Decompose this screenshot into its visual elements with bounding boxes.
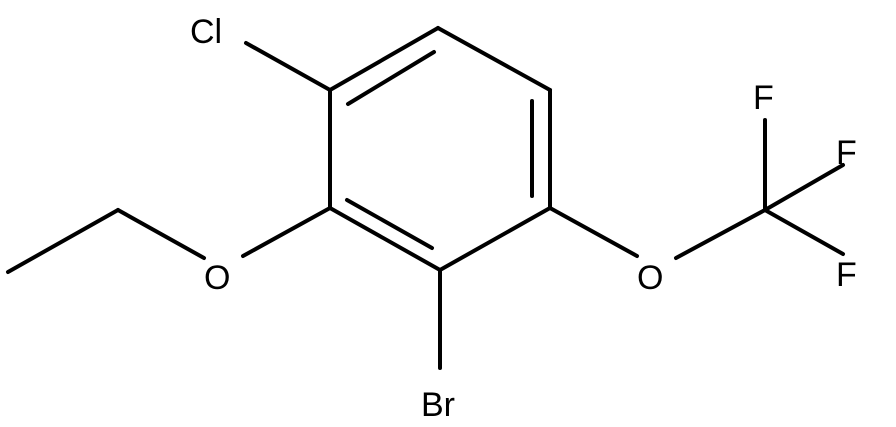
atom-label-fluorine-3: F (836, 256, 857, 294)
atom-label-fluorine-1: F (753, 79, 774, 117)
bond-c-f2 (763, 163, 845, 212)
bond-ethyl-ch2-ch3 (6, 208, 120, 274)
ring-double-bond-inner-3 (345, 198, 434, 250)
bond-c6-o-ethoxy (241, 206, 332, 258)
bond-c-f3 (763, 208, 845, 256)
ring-bond-c2-c3 (436, 26, 552, 92)
atom-label-oxygen-ethoxy: O (204, 259, 230, 297)
bond-c1-cl (244, 41, 332, 92)
bond-o-ethyl-ch2 (116, 208, 206, 260)
atom-label-fluorine-2: F (836, 134, 857, 172)
atom-label-chlorine: Cl (190, 13, 222, 51)
atom-label-oxygen-ocf3: O (637, 259, 663, 297)
ring-bond-c5-c6 (328, 206, 442, 272)
ring-double-bond-inner-1 (346, 50, 436, 106)
ring-bond-c4-c5 (438, 206, 552, 272)
bond-o-cf3 (674, 208, 767, 260)
atom-label-bromine: Br (421, 386, 455, 424)
bond-c4-o-ocf3 (548, 206, 639, 258)
ring-bond-c1-c2 (328, 26, 440, 92)
